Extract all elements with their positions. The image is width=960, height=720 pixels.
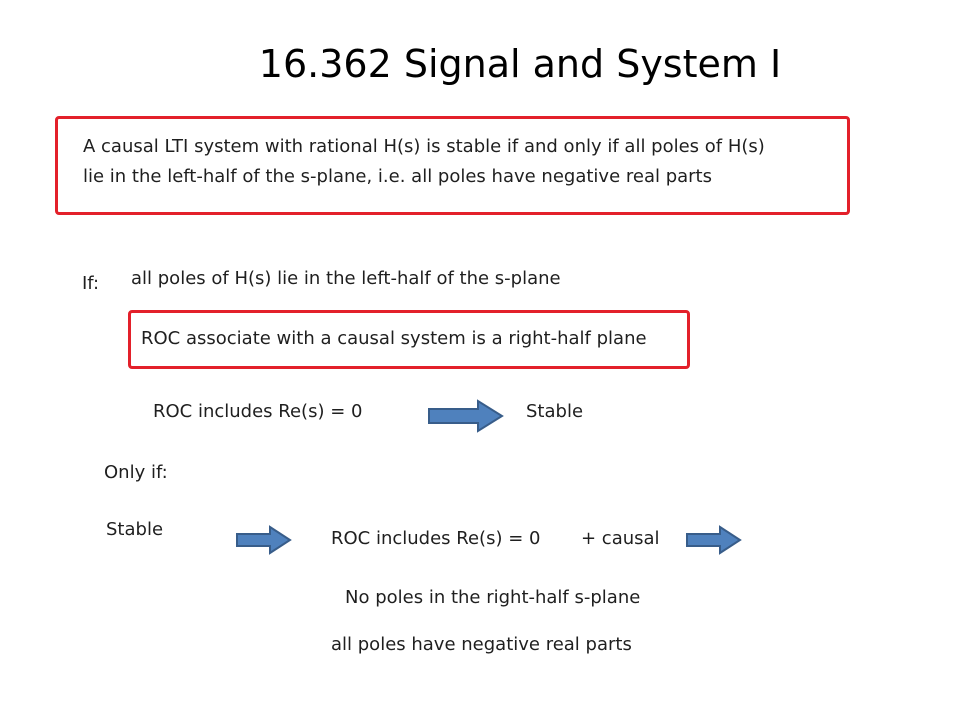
slide-title: 16.362 Signal and System I <box>258 42 782 86</box>
theorem-line-2: lie in the left-half of the s-plane, i.e… <box>83 166 712 187</box>
theorem-box: A causal LTI system with rational H(s) i… <box>55 116 850 215</box>
roc-causal-text: ROC associate with a causal system is a … <box>141 328 647 349</box>
only-if-premise: Stable <box>106 519 164 540</box>
theorem-text: A causal LTI system with rational H(s) i… <box>83 132 765 192</box>
only-if-result-2: all poles have negative real parts <box>331 634 632 655</box>
right-arrow-icon <box>686 525 742 555</box>
if-condition: all poles of H(s) lie in the left-half o… <box>131 268 561 289</box>
only-if-step1-causal: + causal <box>581 528 660 549</box>
right-arrow-icon <box>236 525 292 555</box>
only-if-step1: ROC includes Re(s) = 0 <box>331 528 541 549</box>
right-arrow-icon <box>428 399 504 433</box>
only-if-label: Only if: <box>104 462 168 483</box>
roc-causal-box: ROC associate with a causal system is a … <box>128 310 690 369</box>
if-conclusion: Stable <box>526 401 584 422</box>
if-label: If: <box>82 273 100 294</box>
if-premise: ROC includes Re(s) = 0 <box>153 401 363 422</box>
theorem-line-1: A causal LTI system with rational H(s) i… <box>83 136 765 157</box>
only-if-result-1: No poles in the right-half s-plane <box>345 587 641 608</box>
